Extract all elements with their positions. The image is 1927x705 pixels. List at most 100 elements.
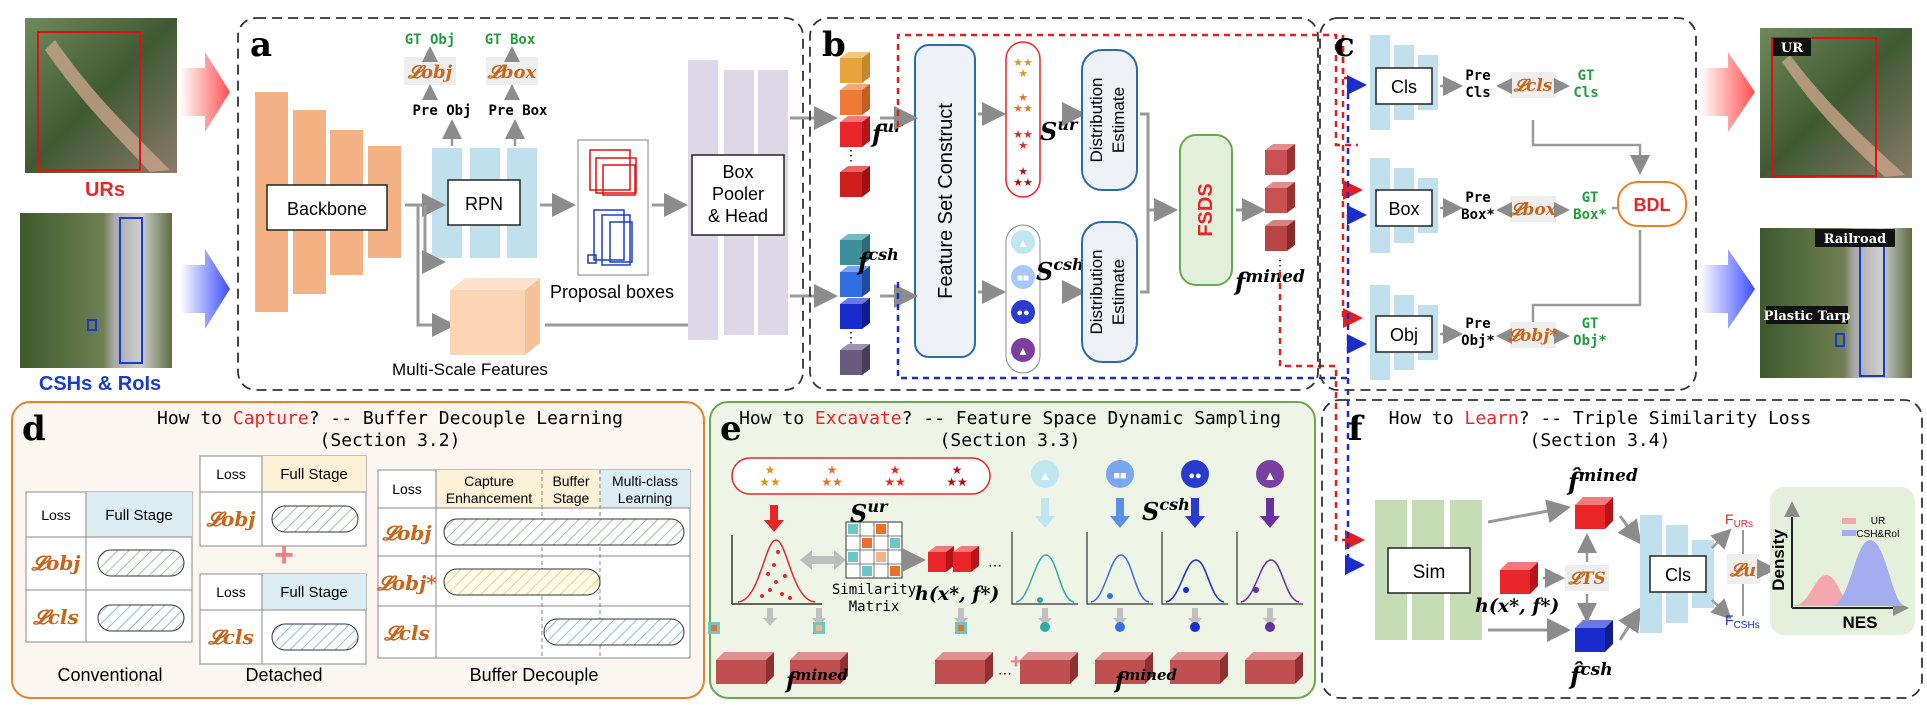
sim-box (1387, 547, 1471, 594)
svg-text:▲: ▲ (1264, 468, 1277, 483)
sim-matrix-1: Similarity (832, 582, 916, 598)
conv-l-obj: 𝓛obj (30, 551, 81, 575)
det-l-obj: 𝓛obj (205, 507, 256, 531)
cshs-label: CSHs & RoIs (39, 373, 161, 395)
plus-sign: + (274, 536, 294, 574)
e-s-ur-label: Sur (850, 497, 889, 528)
s-ur-label: Sur (1040, 115, 1079, 146)
pre-box-2: Box* (1461, 207, 1495, 223)
pre-box-label: Pre Box (488, 103, 548, 119)
svg-text:●●: ●● (1188, 470, 1201, 482)
det-loss-1: Loss (216, 466, 246, 482)
buffer-decouple-label: Buffer Decouple (470, 665, 599, 685)
panel-d-title: How to Capture? -- Buffer Decouple Learn… (157, 408, 623, 429)
detached-label: Detached (245, 665, 322, 685)
conventional-label: Conventional (57, 665, 162, 685)
bd-multiclass-1: Multi-class (612, 473, 678, 489)
panel-c-letter: c (1334, 25, 1355, 65)
svg-text:★: ★ (1018, 140, 1028, 152)
svg-text:★: ★ (1018, 68, 1028, 80)
s-csh-shape-set: ▲ ■■ ●● ▲ (1005, 224, 1041, 374)
bd-buffer-2: Stage (553, 490, 590, 506)
f-cls-label: Cls (1665, 565, 1691, 585)
pre-obj-2: Obj* (1461, 333, 1495, 349)
f-cshs-label: FCSHs (1725, 612, 1760, 631)
plastic-tarp-label: Plastic Tarp (1764, 309, 1851, 324)
gt-box-1: GT (1582, 190, 1599, 206)
panel-d-section: (Section 3.2) (320, 430, 461, 451)
ur-output-label: UR (1781, 41, 1803, 56)
svg-text:●●: ●● (1016, 307, 1029, 319)
conv-full-stage: Full Stage (105, 507, 173, 524)
dist-est-ur-line1: Distribution (1087, 77, 1106, 162)
svg-text:■■: ■■ (1113, 470, 1126, 482)
e-h-expr: h(x*, f*) (915, 583, 999, 605)
svg-text:★: ★ (952, 463, 963, 477)
svg-text:★★: ★★ (1013, 129, 1033, 141)
svg-text:+: + (1010, 651, 1022, 673)
det-l-cls: 𝓛cls (207, 625, 254, 649)
det-full-stage-1: Full Stage (280, 466, 348, 483)
bd-multiclass-2: Learning (618, 490, 673, 506)
buffer-decouple-table (377, 469, 691, 659)
f-hat-csh: f̂csh (1568, 660, 1613, 690)
input-ur-image (25, 18, 177, 173)
backbone-box (266, 184, 388, 231)
det-loss-2: Loss (216, 584, 246, 600)
rpn-box (447, 179, 521, 226)
f-h-cube (1500, 562, 1538, 594)
conv-loss: Loss (41, 507, 71, 523)
detached-table-obj (199, 455, 367, 547)
panel-a-letter: a (250, 25, 272, 65)
panel-c-border (1319, 17, 1697, 391)
panel-f-section: (Section 3.4) (1530, 430, 1671, 451)
csh-input-arrow (180, 249, 230, 329)
bdl-box (1617, 181, 1687, 227)
sim-matrix-2: Matrix (849, 599, 900, 615)
gt-obj-2: Obj* (1573, 333, 1607, 349)
panel-b-letter: b (822, 25, 846, 65)
obj-head-label: Obj (1390, 325, 1418, 345)
l-box-label: 𝓛box (487, 62, 537, 83)
l-cls-label: 𝓛cls (1513, 76, 1553, 96)
csh-output-arrow (1700, 249, 1755, 329)
conv-l-cls: 𝓛cls (32, 605, 79, 629)
panel-b-border (809, 17, 1319, 391)
cls-head-label: Cls (1391, 77, 1417, 97)
l-u-label: 𝓛u (1729, 560, 1756, 581)
bd-loss: Loss (392, 481, 422, 497)
svg-text:★★: ★★ (759, 475, 781, 489)
l-obj-c-label: 𝓛obj* (1507, 326, 1559, 346)
panel-a-border (237, 17, 804, 391)
svg-text:★: ★ (1018, 166, 1028, 178)
f-csh-label: fcsh (856, 245, 899, 276)
pre-cls-1: Pre (1465, 68, 1490, 84)
svg-text:★: ★ (827, 463, 838, 477)
fsds-box (1179, 134, 1233, 286)
svg-text:★: ★ (890, 463, 901, 477)
dist-est-csh-line1: Distribution (1087, 249, 1106, 334)
similarity-matrix (845, 521, 903, 579)
bd-l-obj: 𝓛obj (381, 521, 432, 545)
density-plot (1770, 487, 1915, 635)
svg-text:▲: ▲ (1039, 468, 1052, 483)
s-csh-label: Scsh (1036, 255, 1084, 286)
bd-buffer-1: Buffer (552, 473, 589, 489)
panel-f-letter: f (1348, 409, 1365, 449)
svg-text:⋯: ⋯ (988, 557, 1002, 573)
urs-label: URs (85, 179, 125, 201)
box-pooler-line1: Box (722, 162, 753, 182)
cls-head-box (1375, 67, 1433, 105)
dist-est-csh-line2: Estimate (1109, 259, 1128, 325)
e-csh-arrows (1035, 498, 1280, 528)
svg-text:★★: ★★ (946, 475, 968, 489)
svg-text:★: ★ (1018, 92, 1028, 104)
svg-text:▲: ▲ (1017, 344, 1029, 358)
e-h-cubes: ⋯ (928, 546, 1002, 573)
gt-obj-1: GT (1582, 316, 1599, 332)
svg-text:★★: ★★ (1013, 177, 1033, 189)
ur-output-arrow (1700, 52, 1755, 132)
csh-feature-cubes: ⋮ (840, 234, 870, 375)
conventional-table (25, 491, 193, 643)
ur-input-arrow (180, 52, 230, 132)
